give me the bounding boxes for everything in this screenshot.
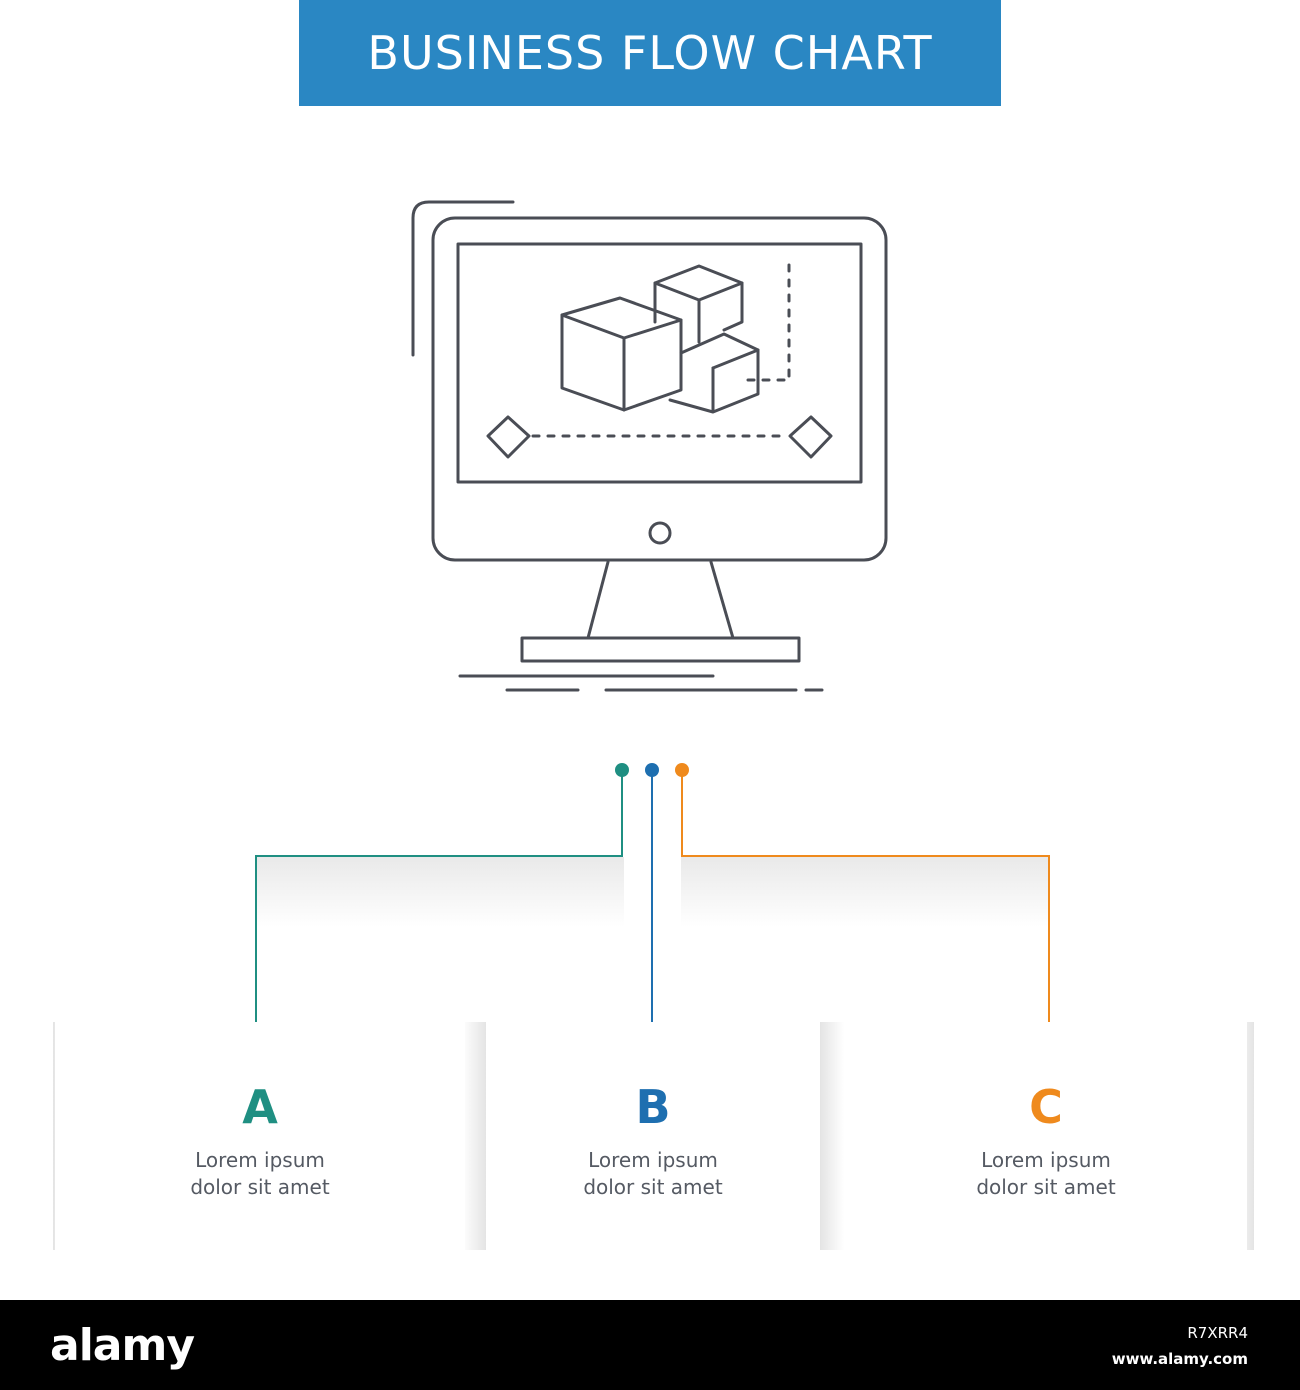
step-text-b-line1: Lorem ipsum xyxy=(588,1148,718,1172)
step-text-a-line1: Lorem ipsum xyxy=(195,1148,325,1172)
step-text-c-line1: Lorem ipsum xyxy=(981,1148,1111,1172)
connector-dot-c xyxy=(675,763,689,777)
panel-shadow-c xyxy=(820,1022,844,1250)
step-text-c-line2: dolor sit amet xyxy=(976,1175,1116,1199)
alamy-logo: alamy xyxy=(50,1320,195,1371)
step-panel-c: C Lorem ipsum dolor sit amet xyxy=(845,1022,1247,1250)
step-text-b-line2: dolor sit amet xyxy=(583,1175,723,1199)
3d-animation-monitor-icon xyxy=(411,200,888,692)
step-text-a-line2: dolor sit amet xyxy=(190,1175,330,1199)
connector-dot-a xyxy=(615,763,629,777)
connector-c xyxy=(681,770,1050,1036)
step-panel-a: A Lorem ipsum dolor sit amet xyxy=(55,1022,465,1250)
step-letter-c: C xyxy=(1029,1080,1063,1134)
title-banner: BUSINESS FLOW CHART xyxy=(299,0,1001,106)
step-letter-b: B xyxy=(635,1080,671,1134)
footer-bar: alamy R7XRR4 www.alamy.com xyxy=(0,1300,1300,1390)
step-panel-b: B Lorem ipsum dolor sit amet xyxy=(486,1022,820,1250)
step-letter-a: A xyxy=(242,1080,278,1134)
site-url: www.alamy.com xyxy=(1111,1350,1248,1368)
chart-title: BUSINESS FLOW CHART xyxy=(367,26,933,80)
panel-shadow-a-right xyxy=(462,1022,486,1250)
connector-dot-b xyxy=(645,763,659,777)
connector-a xyxy=(255,770,623,1036)
image-id: R7XRR4 xyxy=(1187,1324,1248,1342)
